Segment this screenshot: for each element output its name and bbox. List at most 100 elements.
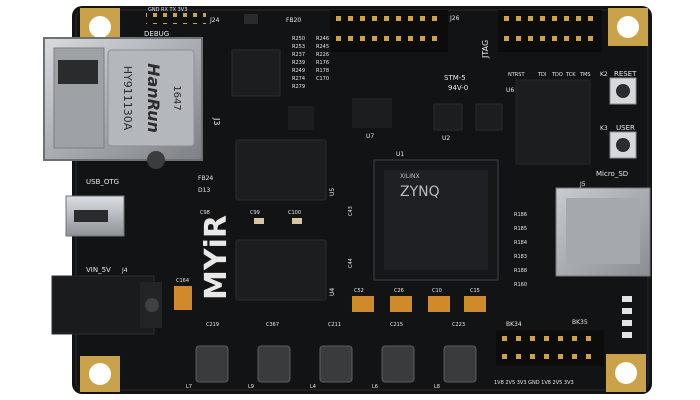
jtag-header[interactable]: [498, 10, 602, 52]
mounting-hole-bottom-right: [606, 354, 646, 392]
label-fb20: FB20: [286, 17, 301, 24]
label-c26: C26: [394, 288, 404, 294]
label-j4: J4: [121, 267, 128, 274]
ethernet-rj45-jack[interactable]: HanRun HY911130A 1647: [43, 37, 203, 161]
chip-phy: [231, 49, 281, 97]
user-button[interactable]: [609, 131, 637, 159]
label-debug-pins: GND RX TX 3V3: [148, 7, 187, 13]
mounting-hole-top-right: [608, 8, 648, 46]
label-bk35: BK35: [572, 319, 588, 326]
brand-logo: MYiR: [199, 215, 234, 300]
micro-sd-slot[interactable]: [555, 187, 651, 277]
svg-text:NTRST: NTRST: [508, 72, 525, 78]
led-column: [622, 296, 632, 338]
label-c10: C10: [432, 288, 442, 294]
ddr-chip-u5: [235, 139, 327, 201]
svg-text:R160: R160: [514, 282, 527, 288]
svg-text:R250: R250: [292, 36, 305, 42]
svg-text:R226: R226: [316, 52, 329, 58]
label-c15: C15: [470, 288, 480, 294]
svg-text:TMS: TMS: [579, 72, 591, 78]
label-u1: U1: [396, 151, 404, 158]
svg-text:R185: R185: [514, 226, 527, 232]
label-jtag: JTAG: [481, 40, 490, 59]
debug-header[interactable]: [146, 12, 206, 24]
inductor-cap-labels: C219 C367 C211 C215 C223: [206, 322, 465, 328]
label-user: USER: [616, 124, 635, 132]
mounting-hole-bottom-left: [80, 356, 120, 392]
svg-text:C170: C170: [316, 76, 329, 82]
label-vin: VIN_5V: [86, 266, 111, 274]
label-c164: C164: [176, 278, 189, 284]
label-micro-sd: Micro_SD: [596, 170, 628, 178]
label-rating: 94V-0: [448, 84, 468, 92]
label-j5: J5: [579, 181, 586, 188]
chip-small-a: [288, 106, 314, 130]
label-l8: L8: [434, 384, 440, 390]
label-bk34: BK34: [506, 321, 522, 328]
svg-text:R176: R176: [316, 60, 329, 66]
ddr-chip-u4: [235, 239, 327, 301]
label-fb24: FB24: [198, 175, 213, 182]
label-c100: C100: [288, 210, 301, 216]
svg-text:R249: R249: [292, 68, 305, 74]
label-j26: J26: [449, 15, 460, 22]
reset-button[interactable]: [609, 77, 637, 105]
header-j26[interactable]: [330, 10, 448, 52]
usb-otg-connector[interactable]: [65, 195, 125, 237]
header-bk34[interactable]: [496, 330, 604, 366]
svg-text:R246: R246: [316, 36, 329, 42]
label-l9: L9: [248, 384, 254, 390]
jtag-pin-labels: NTRST TDI TDO TCK TMS: [508, 72, 591, 78]
svg-text:C219: C219: [206, 322, 219, 328]
label-l7: L7: [186, 384, 192, 390]
chip-u6: [515, 79, 591, 165]
label-u2: U2: [442, 135, 450, 142]
label-usb-otg: USB_OTG: [86, 178, 119, 186]
power-barrel-jack[interactable]: [51, 275, 162, 335]
soc-maker: XILINX: [400, 173, 420, 180]
ethernet-code: 1647: [171, 85, 182, 110]
label-j24: J24: [209, 17, 220, 24]
label-l4: L4: [310, 384, 316, 390]
chip-u7: [352, 98, 392, 128]
label-j3: J3: [212, 117, 221, 125]
ethernet-brand: HanRun: [144, 63, 163, 133]
svg-text:R253: R253: [292, 44, 305, 50]
soc-name: ZYNQ: [400, 184, 440, 200]
label-c43: C43: [348, 206, 354, 216]
svg-text:R188: R188: [514, 268, 527, 274]
svg-text:R237: R237: [292, 52, 305, 58]
svg-text:R239: R239: [292, 60, 305, 66]
label-u6: U6: [506, 87, 514, 94]
chip-u18: [475, 103, 503, 131]
inductor-row: [195, 345, 477, 383]
label-reset: RESET: [614, 70, 637, 78]
svg-text:C367: C367: [266, 322, 279, 328]
tantalum-cap-c164: [174, 286, 192, 310]
svg-text:R279: R279: [292, 84, 305, 90]
svg-text:TCK: TCK: [565, 72, 576, 78]
label-d13: D13: [198, 187, 210, 194]
label-bottom-rail: 1V8 2V5 3V3 GND 1V8 2V5 3V3: [494, 380, 574, 386]
label-k3: K3: [600, 125, 608, 132]
svg-text:R183: R183: [514, 254, 527, 260]
label-u7: U7: [366, 133, 374, 140]
label-k2: K2: [600, 71, 608, 78]
svg-text:R186: R186: [514, 212, 527, 218]
ethernet-part: HY911130A: [121, 66, 134, 131]
label-c99: C99: [250, 210, 260, 216]
svg-text:R178: R178: [316, 68, 329, 74]
label-c52: C52: [354, 288, 364, 294]
label-debug: DEBUG: [144, 30, 169, 38]
svg-text:R184: R184: [514, 240, 527, 246]
svg-text:TDO: TDO: [551, 72, 563, 78]
label-u4: U4: [329, 288, 336, 296]
label-l6: L6: [372, 384, 378, 390]
svg-text:R245: R245: [316, 44, 329, 50]
label-mcu: STM-5: [444, 74, 466, 82]
